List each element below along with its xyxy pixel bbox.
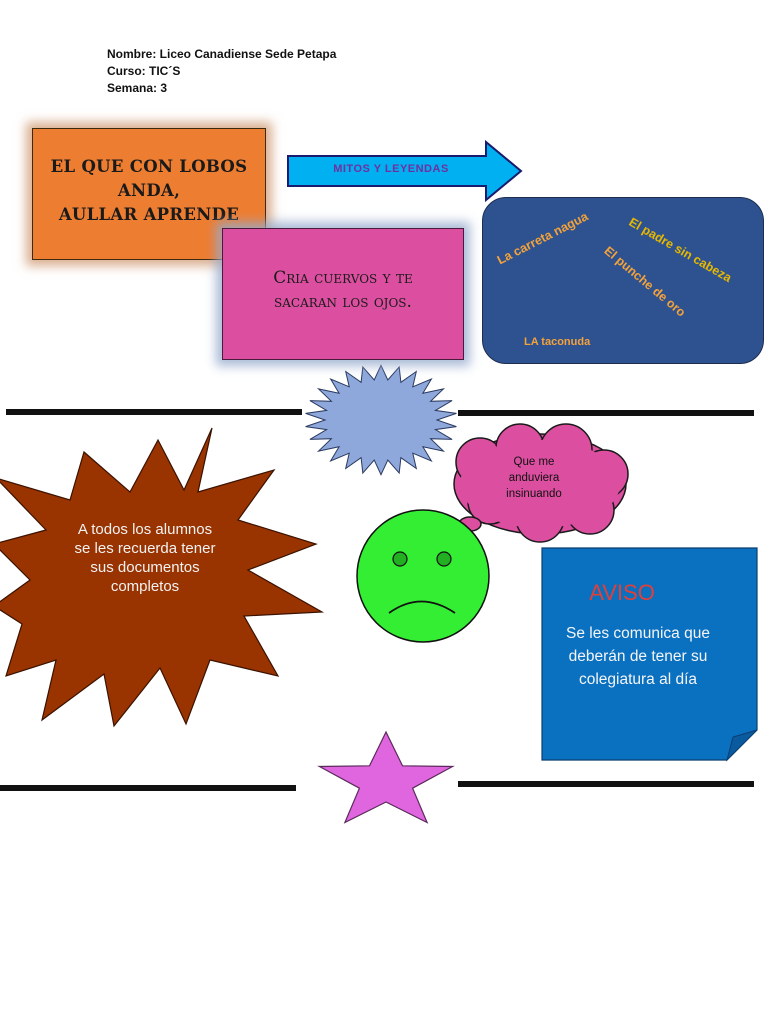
thought-line3: insinuando [506,488,562,500]
thought-cloud [451,423,629,543]
myths-box [482,197,764,364]
seal-burst-shape [305,364,457,476]
divider-top-right [458,410,754,416]
burst-line1: A todos los alumnos [77,521,213,538]
star-shape [317,730,455,824]
thought-line2: anduviera [508,472,560,484]
arrow-label: MITOS Y LEYENDAS [333,163,449,175]
notice-sheet-shape [541,547,758,762]
notice-title: AVISO [589,580,655,605]
proverb1-line3: AULLAR APRENDE [58,205,240,224]
proverb2-line1: Cria cuervos y te [273,268,413,288]
proverb2-line2: sacaran los ojos. [274,292,412,312]
thought-message: Que me anduviera insinuando [478,454,590,502]
notice-line3: colegiatura al día [578,671,698,688]
header-week: Semana: 3 [107,81,168,95]
burst-message: A todos los alumnos se les recuerda tene… [40,520,250,596]
arrow-shape [287,139,523,203]
explosion-burst-shape [0,427,325,728]
burst-line3: sus documentos [90,559,200,576]
divider-bottom-left [0,785,296,791]
notice-line1: Se les comunica que [566,625,710,642]
divider-bottom-right [458,781,754,787]
divider-top-left [6,409,302,415]
myth-taconuda: LA taconuda [524,336,591,348]
thought-line1: Que me [513,456,555,468]
notice-body: Se les comunica que deberán de tener su … [552,622,724,691]
proverb1-line2: ANDA, [117,181,181,200]
burst-line2: se les recuerda tener [74,540,216,557]
sad-face-icon [356,509,490,643]
proverb1-line1: EL QUE CON LOBOS [50,157,248,176]
header-course: Curso: TIC´S [107,64,181,78]
header-name: Nombre: Liceo Canadiense Sede Petapa [107,47,337,61]
notice-line2: deberán de tener su [568,648,708,665]
header-info: Nombre: Liceo Canadiense Sede Petapa Cur… [107,46,336,97]
proverb-box-crows: Cria cuervos y te sacaran los ojos. [222,228,464,360]
burst-line4: completos [110,578,180,595]
